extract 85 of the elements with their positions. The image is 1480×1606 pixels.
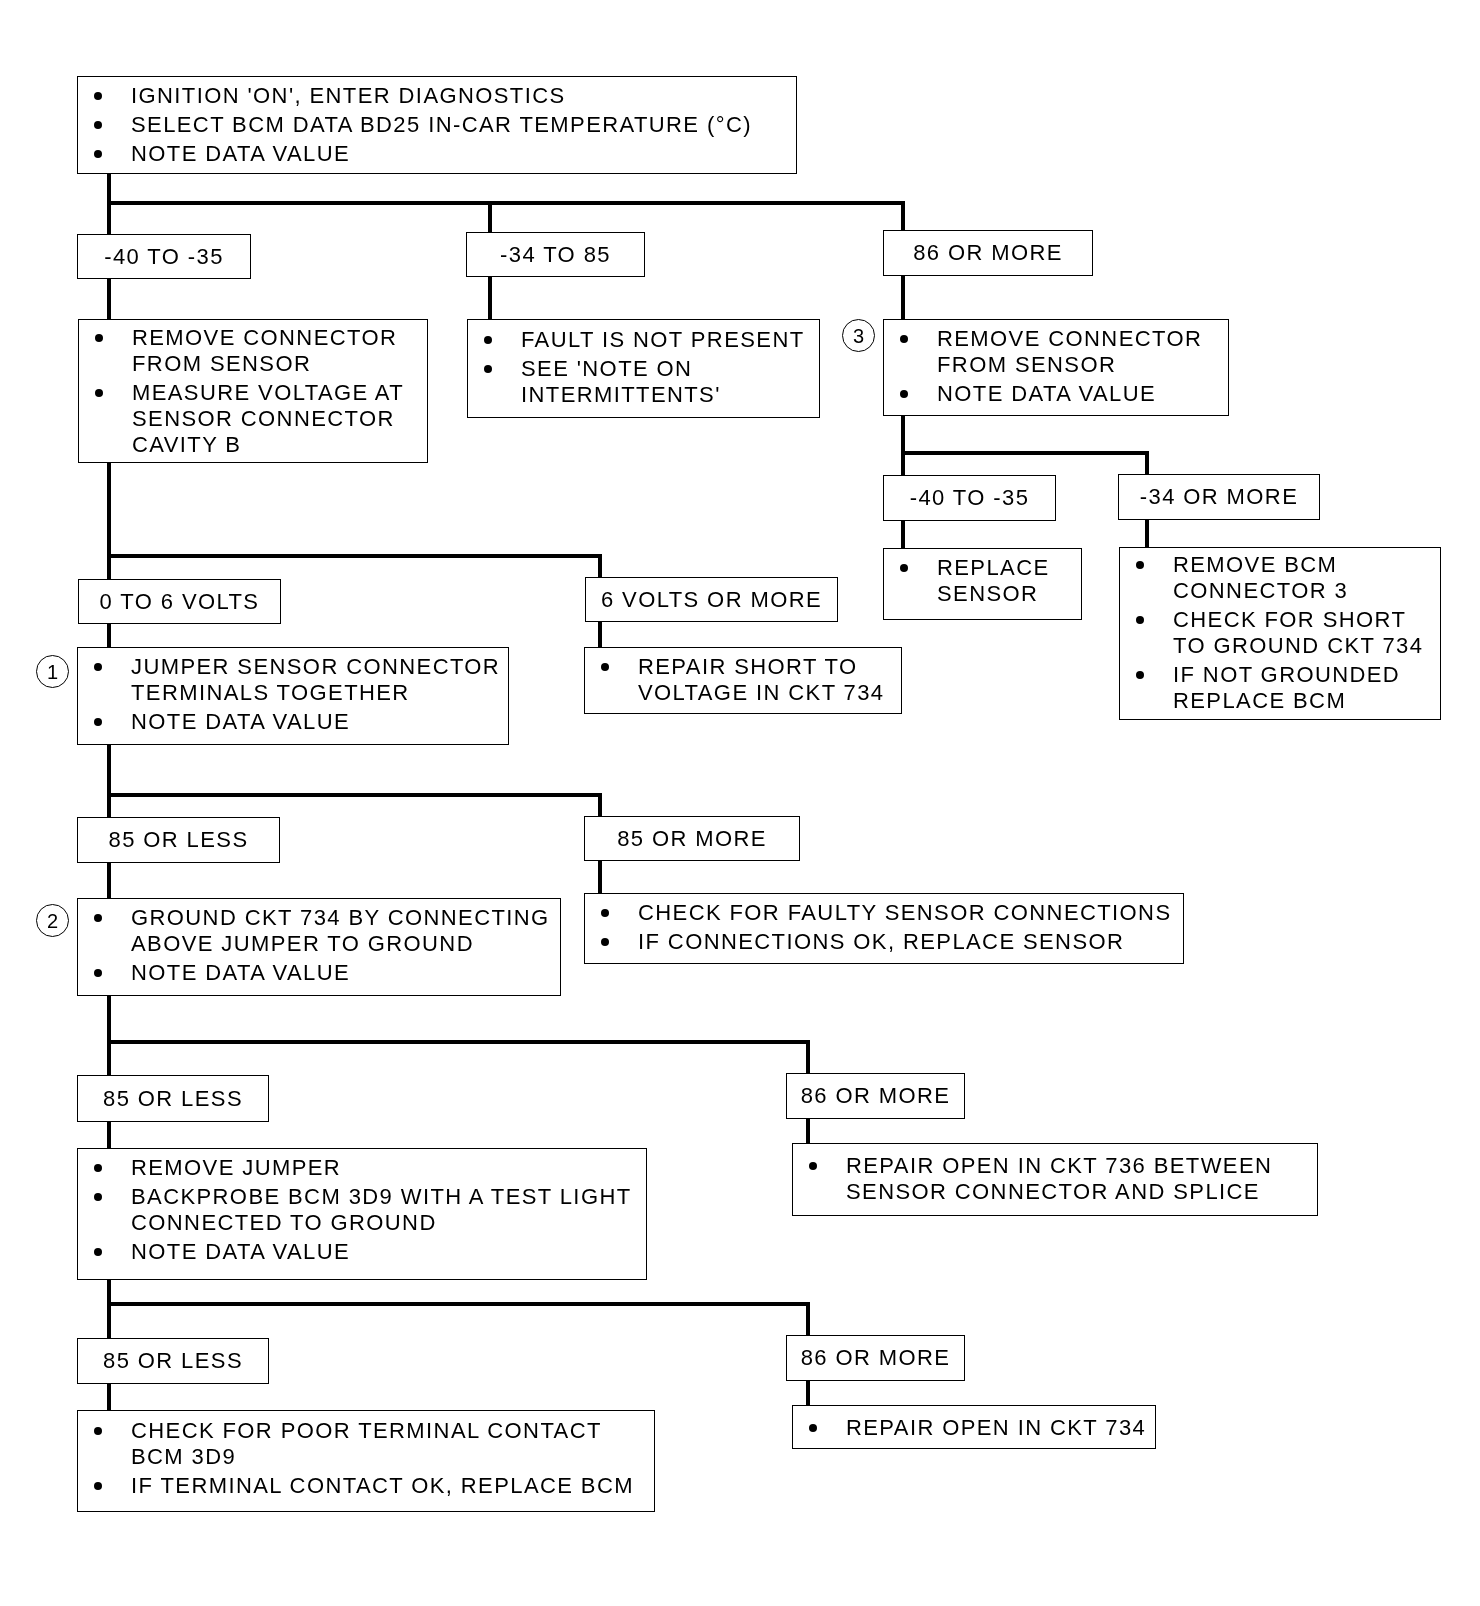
range-value: 6 VOLTS OR MORE: [600, 586, 823, 613]
step-text: FAULT IS NOT PRESENT: [521, 327, 805, 353]
callout-number: 1: [36, 655, 69, 688]
range-box: [77, 1075, 269, 1122]
connector-line: [901, 416, 1149, 474]
step-box: [1119, 547, 1441, 720]
step-text: NOTE DATA VALUE: [937, 381, 1157, 407]
step-text: CHECK FOR SHORT TO GROUND CKT 734: [1173, 607, 1425, 659]
step-box: [77, 898, 561, 996]
range-value: 86 OR MORE: [800, 1083, 951, 1109]
range-value: 86 OR MORE: [800, 1345, 951, 1371]
step-text: NOTE DATA VALUE: [131, 1239, 351, 1265]
range-box: [883, 230, 1093, 276]
connector-line: [107, 1384, 111, 1412]
range-box: [786, 1335, 965, 1381]
range-box: [1118, 474, 1320, 520]
step-text: SELECT BCM DATA BD25 IN-CAR TEMPERATURE (°C): [131, 112, 752, 138]
range-value: -34 TO 85: [500, 241, 611, 268]
range-box: [78, 579, 281, 624]
step-text: REPAIR OPEN IN CKT 736 BETWEEN SENSOR CONNECTOR AND SPLICE: [846, 1153, 1274, 1205]
step-box: [883, 548, 1082, 620]
step-text: REPLACE SENSOR: [937, 555, 1051, 607]
step-text: NOTE DATA VALUE: [131, 709, 351, 735]
connector-line: [806, 1119, 810, 1145]
step-text: REMOVE CONNECTOR FROM SENSOR: [937, 326, 1204, 378]
range-value: -40 TO -35: [909, 485, 1030, 511]
step-text: IF NOT GROUNDED REPLACE BCM: [1173, 662, 1402, 714]
step-box: [77, 647, 509, 745]
callout-number: 2: [36, 904, 69, 937]
step-text: NOTE DATA VALUE: [131, 960, 351, 986]
callout-number: 3: [842, 319, 875, 352]
step-text: IF TERMINAL CONTACT OK, REPLACE BCM: [131, 1473, 634, 1499]
range-value: 85 OR MORE: [617, 825, 767, 852]
step-text: REMOVE CONNECTOR FROM SENSOR: [132, 325, 399, 377]
range-box: [584, 816, 800, 861]
connector-line: [598, 861, 602, 895]
connector-line: [107, 863, 111, 900]
step-box: [584, 647, 902, 714]
step-box: [792, 1143, 1318, 1216]
step-box: [883, 319, 1229, 416]
step-box: [77, 1410, 655, 1512]
step-box: [78, 319, 428, 463]
step-text: IF CONNECTIONS OK, REPLACE SENSOR: [638, 929, 1125, 955]
step-text: SEE 'NOTE ON INTERMITTENTS': [521, 356, 722, 408]
range-box: [77, 234, 251, 279]
range-box: [585, 577, 838, 622]
range-box: [466, 232, 645, 277]
step-box: [792, 1405, 1156, 1449]
range-box: [883, 475, 1056, 521]
step-box: [77, 76, 797, 174]
connector-line: [107, 1122, 111, 1150]
step-text: NOTE DATA VALUE: [131, 141, 351, 167]
step-box: [77, 1148, 647, 1280]
step-text: CHECK FOR FAULTY SENSOR CONNECTIONS: [638, 900, 1172, 926]
step-text: IGNITION 'ON', ENTER DIAGNOSTICS: [131, 83, 566, 109]
range-value: 85 OR LESS: [103, 1348, 243, 1374]
range-value: 0 TO 6 VOLTS: [99, 588, 260, 615]
step-box: [584, 893, 1184, 964]
range-value: -34 OR MORE: [1139, 484, 1299, 510]
range-box: [77, 817, 280, 863]
step-text: REPAIR SHORT TO VOLTAGE IN CKT 734: [638, 654, 886, 706]
step-box: [467, 319, 820, 418]
connector-line: [107, 745, 602, 816]
range-value: 86 OR MORE: [913, 240, 1063, 266]
connector-line: [107, 624, 111, 649]
connector-line: [1145, 520, 1149, 549]
step-text: REMOVE BCM CONNECTOR 3: [1173, 552, 1350, 604]
range-box: [77, 1338, 269, 1384]
step-text: JUMPER SENSOR CONNECTOR TERMINALS TOGETHER: [131, 654, 502, 706]
step-text: REPAIR OPEN IN CKT 734: [846, 1415, 1147, 1441]
connector-line: [806, 1381, 810, 1407]
connector-line: [901, 276, 905, 321]
connector-line: [107, 279, 111, 321]
step-text: CHECK FOR POOR TERMINAL CONTACT BCM 3D9: [131, 1418, 603, 1470]
step-text: BACKPROBE BCM 3D9 WITH A TEST LIGHT CONNECTED TO GROUND: [131, 1184, 633, 1236]
range-value: -40 TO -35: [104, 243, 224, 270]
step-text: GROUND CKT 734 BY CONNECTING ABOVE JUMPER TO GROUND: [131, 905, 551, 957]
range-value: 85 OR LESS: [108, 827, 249, 853]
step-text: MEASURE VOLTAGE AT SENSOR CONNECTOR CAVITY B: [132, 380, 405, 458]
range-value: 85 OR LESS: [103, 1085, 243, 1112]
connector-line: [488, 277, 492, 321]
connector-line: [598, 622, 602, 649]
connector-line: [901, 521, 905, 550]
step-text: REMOVE JUMPER: [131, 1155, 342, 1181]
range-box: [786, 1073, 965, 1119]
